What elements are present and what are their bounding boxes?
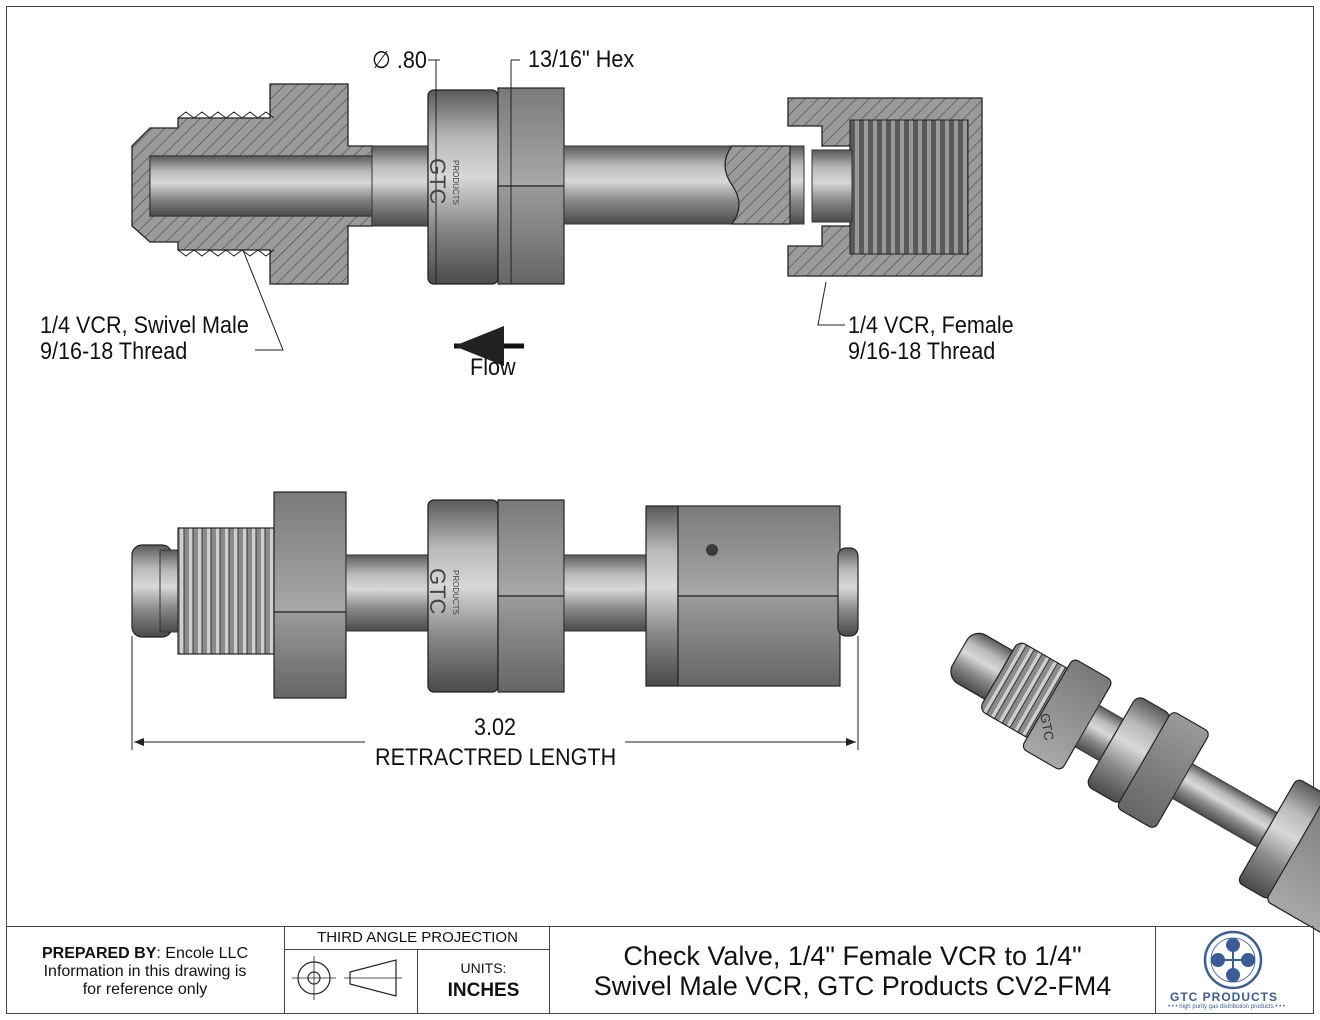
side-body-brand-subtext: PRODUCTS bbox=[451, 570, 460, 615]
drawing-title-cell: Check Valve, 1/4" Female VCR to 1/4" Swi… bbox=[550, 927, 1156, 1013]
length-dimension-value: 3.02 bbox=[474, 714, 517, 741]
isometric-view bbox=[950, 632, 1320, 938]
logo-cell: GTC PRODUCTS • • • high purity gas distr… bbox=[1156, 927, 1314, 1013]
length-dimension-label: RETRACTRED LENGTH bbox=[375, 744, 617, 771]
female-label: 1/4 VCR, Female 9/16-18 Thread bbox=[848, 312, 1014, 365]
section-view bbox=[131, 59, 983, 366]
drawing-title-line1: Check Valve, 1/4" Female VCR to 1/4" bbox=[623, 941, 1082, 971]
projection-cell: THIRD ANGLE PROJECTION UNITS: INCHES bbox=[285, 927, 550, 1013]
diameter-dimension: ∅ .80 bbox=[372, 47, 427, 74]
logo-tagline: • • • high purity gas distribution produ… bbox=[1168, 1004, 1285, 1010]
prepared-by-cell: PREPARED BY: Encole LLC Information in t… bbox=[6, 927, 285, 1013]
projection-symbol-box bbox=[285, 949, 418, 1013]
side-view bbox=[131, 491, 859, 750]
units-value: INCHES bbox=[447, 980, 520, 1001]
units-label: UNITS: bbox=[460, 960, 507, 976]
projection-label: THIRD ANGLE PROJECTION bbox=[285, 927, 550, 950]
swivel-male-label: 1/4 VCR, Swivel Male 9/16-18 Thread bbox=[40, 312, 249, 365]
drawing-sheet bbox=[6, 6, 1314, 1014]
reference-note-line1: Information in this drawing is bbox=[43, 963, 247, 980]
body-brand-text: GTC bbox=[425, 158, 450, 205]
units-box: UNITS: INCHES bbox=[417, 949, 550, 1013]
reference-note-line2: for reference only bbox=[82, 981, 208, 998]
hex-dimension: 13/16" Hex bbox=[528, 46, 635, 73]
third-angle-projection-symbol bbox=[292, 956, 402, 1000]
logo-name: GTC PRODUCTS bbox=[1170, 990, 1278, 1004]
prepared-by-label: PREPARED BY bbox=[42, 945, 157, 962]
title-block: PREPARED BY: Encole LLC Information in t… bbox=[6, 926, 1314, 1014]
drawing-title-line2: Swivel Male VCR, GTC Products CV2-FM4 bbox=[593, 971, 1112, 1001]
gtc-logo-icon bbox=[1203, 930, 1263, 990]
side-body-brand-text: GTC bbox=[425, 568, 450, 615]
prepared-by-value: : Encole LLC bbox=[156, 945, 248, 962]
body-brand-subtext: PRODUCTS bbox=[451, 160, 460, 205]
flow-label: Flow bbox=[470, 354, 516, 381]
